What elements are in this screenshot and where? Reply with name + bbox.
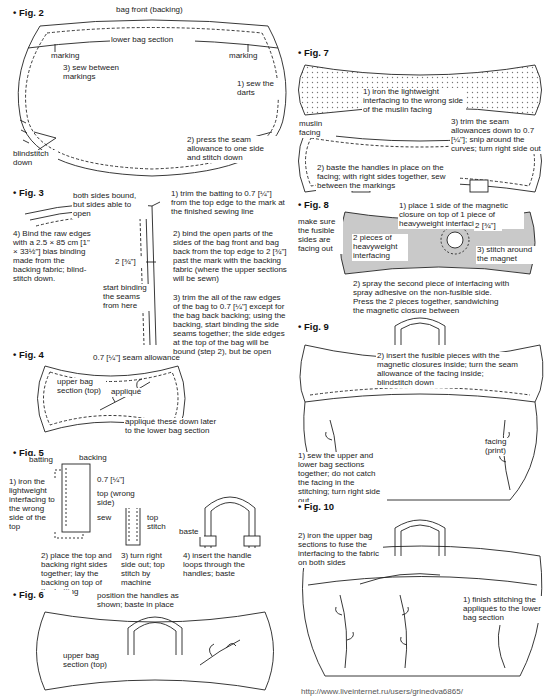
callout-text: appliqué these down later to the lower b… (124, 418, 220, 436)
callout-text: 2 [¾"] (114, 258, 144, 267)
callout-text: appliqué (110, 388, 150, 397)
callout-text: 3) stitch around the magnet (476, 246, 536, 264)
callout-text: 1) iron the lightweight interfacing to t… (8, 478, 56, 532)
figure-title: • Fig. 6 (12, 590, 72, 601)
callout-text: 2 [¾"] (474, 222, 502, 231)
figure-title: • Fig. 9 (297, 322, 357, 333)
callout-text: upper bag section (top) (62, 652, 114, 670)
callout-text: position the handles as shown; baste in … (96, 592, 192, 610)
callout-text: muslin facing (298, 120, 336, 138)
callout-text: 3) trim the seam allowances down to 0.7 … (450, 118, 542, 154)
callout-text: 3) trim the all of the raw edges of the … (172, 294, 290, 357)
callout-text: marking (228, 52, 268, 61)
callout-text: 3) sew between markings (62, 64, 134, 82)
callout-text: make sure the fusible sides are facing o… (297, 218, 343, 254)
figure-title: • Fig. 2 (12, 8, 72, 19)
figure-title: • Fig. 10 (297, 502, 357, 513)
figure-title: • Fig. 4 (12, 350, 72, 361)
callout-text: 2) bind the open parts of the sides of t… (172, 230, 290, 284)
callout-text: start binding the seams from here (102, 284, 152, 311)
watermark: http://www.liveinternet.ru/users/grinedv… (300, 688, 544, 697)
callout-text: backing (78, 454, 114, 463)
callout-text: 1) place 1 side of the magnetic closure … (398, 202, 524, 229)
callout-text: 1) trim the batting to 0.7 [¼"] from the… (170, 190, 290, 217)
callout-text: 2) insert the fusible pieces with the ma… (376, 352, 522, 388)
callout-text: 3) turn right side out; top stitch by ma… (120, 552, 178, 588)
callout-text: top (wrong side) (96, 490, 152, 508)
callout-text: 4) insert the handle loops through the h… (182, 552, 268, 579)
figure-title: • Fig. 8 (297, 200, 357, 211)
callout-text: 2) baste the handles in place on the fac… (316, 164, 460, 191)
callout-text: 1) sew the upper and lower bag sections … (297, 452, 387, 506)
callout-text: 0.7 [¼"] (96, 476, 132, 485)
callout-text: 1) finish stitching the appliqués to the… (462, 596, 542, 623)
callout-text: upper bag section (top) (56, 378, 106, 396)
callout-text: 2 pieces of heavyweight interfacing (352, 234, 408, 261)
callout-text: 4) Bind the raw edges with a 2.5 × 85 cm… (12, 230, 92, 284)
callout-text: lower bag section (110, 36, 195, 45)
callout-text: top stitch (146, 514, 172, 532)
callout-text: blindstitch down (12, 150, 58, 168)
callout-text: batting (28, 456, 60, 465)
callout-text: both sides bound, but sides able to open (72, 192, 148, 219)
callout-text: 2) iron the upper bag sections to fuse t… (297, 532, 383, 568)
callout-text: bag front (backing) (115, 6, 205, 15)
figure-title: • Fig. 3 (12, 188, 72, 199)
callout-text: 2) spray the second piece of interfacing… (352, 280, 512, 316)
callout-text: 1) sew the darts (236, 80, 282, 98)
callout-text: baste (178, 528, 204, 537)
callout-text: 2) press the seam allowance to one side … (186, 136, 278, 163)
callout-text: facing (print) (484, 438, 524, 456)
callout-text: marking (50, 52, 90, 61)
callout-text: sew (96, 514, 116, 523)
callout-text: 0.7 [¼"] seam allowance (92, 354, 192, 363)
callout-text: 1) iron the lightweight interfacing to t… (362, 88, 466, 115)
figure-title: • Fig. 7 (297, 48, 357, 59)
